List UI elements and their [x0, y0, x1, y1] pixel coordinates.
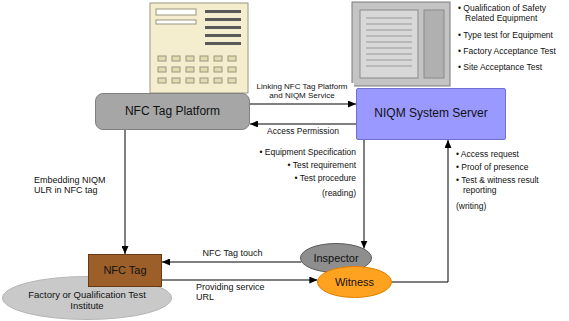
ellipse-shape [3, 277, 172, 320]
edge-label: NFC Tag touch [170, 249, 295, 259]
rack-button [200, 56, 208, 61]
note-text: • Factory Acceptance Test [458, 47, 566, 57]
note-text: • Test requirement [226, 161, 356, 171]
rack-button [158, 78, 166, 83]
vent-line [366, 18, 412, 19]
edge-label: Linking NFC Tag Platform and NIQM Servic… [250, 83, 354, 101]
connector-arrow [392, 140, 448, 282]
rack-button [172, 67, 180, 72]
rack-bar [205, 42, 241, 45]
rack-button [172, 78, 180, 83]
vent-line [366, 30, 412, 31]
vent-line [366, 48, 412, 49]
rack-button [228, 67, 236, 72]
rack-button [186, 78, 194, 83]
server-box: NIQM System Server [356, 88, 506, 140]
node-text: Factory or Qualification Test Institute [22, 290, 152, 312]
node-text: NFC Tag [103, 264, 146, 277]
ellipse-shape [318, 267, 392, 298]
edge-label: Embedding NIQM ULR in NFC tag [34, 176, 120, 196]
rack-button [214, 78, 222, 83]
note-text: (writing) [456, 202, 566, 212]
edge-label: Providing service URL [196, 283, 280, 303]
note-text: • Proof of presence [456, 163, 566, 173]
vent-line [366, 42, 412, 43]
node-text: Witness [335, 276, 374, 289]
rack-bar [205, 18, 241, 21]
server-side [424, 10, 444, 78]
rack-button [200, 78, 208, 83]
rack-button [186, 56, 194, 61]
connector-arrow [250, 124, 356, 125]
note-text: • Test & witness result reporting [456, 176, 566, 196]
node-text: NIQM System Server [374, 107, 487, 121]
rack-slot [156, 9, 196, 15]
rack-button [172, 56, 180, 61]
rack-bar [205, 34, 241, 37]
rack-button [228, 78, 236, 83]
note-text: • Qualification of Safety Related Equipm… [458, 4, 566, 24]
note-text: • Access request [456, 150, 566, 160]
rack-button [158, 56, 166, 61]
rack-button [186, 67, 194, 72]
vent-line [366, 60, 412, 61]
rack-bar [205, 10, 241, 13]
note-text: • Type test for Equipment [458, 31, 566, 41]
server-body [352, 2, 450, 86]
edge-label: Access Permission [252, 127, 354, 136]
nfc-tag-box: NFC Tag [88, 254, 162, 287]
note-text: • Test procedure [226, 174, 356, 184]
rack-button [200, 67, 208, 72]
server-illustration [352, 2, 450, 86]
note-text: • Site Acceptance Test [458, 63, 566, 73]
connector-arrow [125, 130, 126, 254]
witness-ellipse: Witness [317, 266, 392, 298]
platform-rack-illustration [150, 3, 248, 93]
node-text: NFC Tag Platform [125, 105, 220, 119]
rack-bar [205, 26, 241, 29]
vent-line [366, 24, 412, 25]
vent-line [366, 66, 412, 67]
vent-line [366, 54, 412, 55]
node-text: Inspector [313, 252, 358, 265]
connector-arrow [364, 140, 365, 249]
note-text: • Equipment Specification [226, 148, 356, 158]
platform-box: NFC Tag Platform [95, 93, 250, 130]
connector-arrow [250, 104, 356, 105]
rack-button [228, 56, 236, 61]
rack-bars [158, 10, 241, 83]
rack-slot [156, 20, 196, 24]
server-panel [360, 10, 418, 78]
connector-arrow [162, 280, 317, 281]
connector-arrow [162, 262, 301, 263]
rack-body [150, 3, 248, 93]
rack-button [214, 67, 222, 72]
rack-button [158, 67, 166, 72]
note-text: (reading) [226, 189, 356, 199]
rack-button [214, 56, 222, 61]
server-vents [366, 18, 412, 66]
vent-line [366, 36, 412, 37]
